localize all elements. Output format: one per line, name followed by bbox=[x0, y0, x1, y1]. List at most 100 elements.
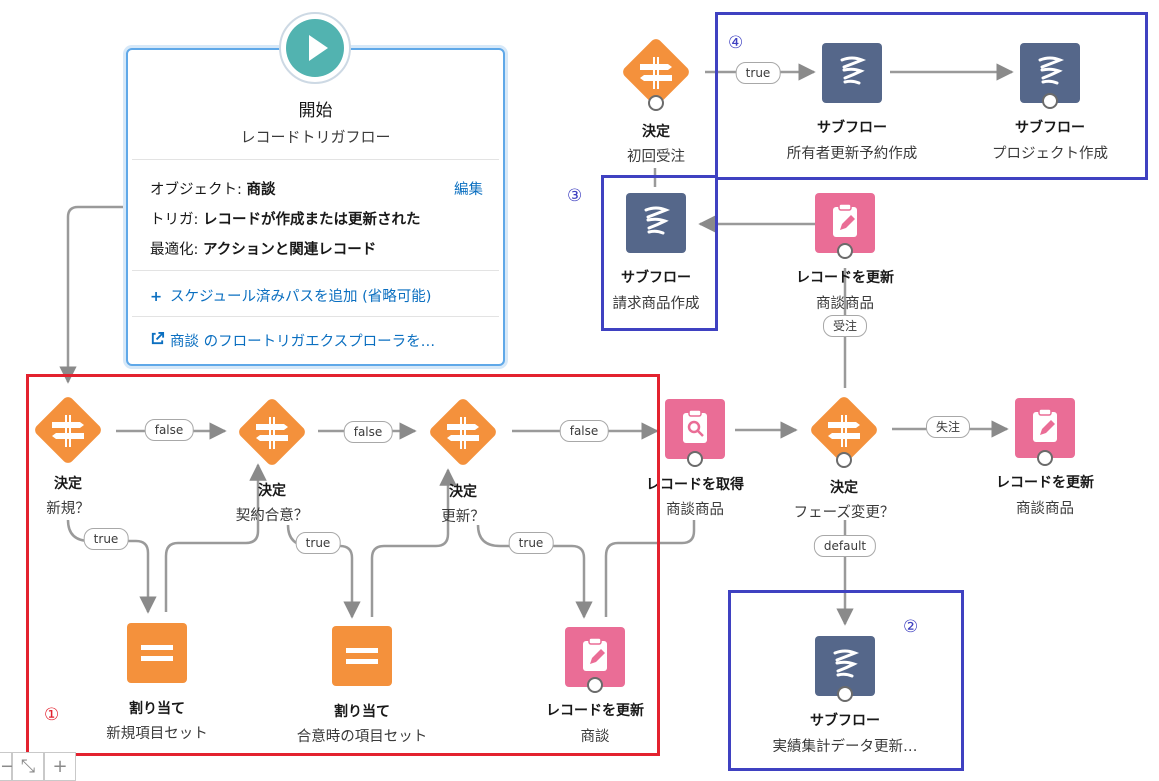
assign-new-label: 新規項目セット bbox=[106, 726, 208, 742]
start-title: 開始 bbox=[298, 101, 333, 121]
zoom-in-button[interactable]: + bbox=[44, 752, 76, 781]
add-scheduled-path-link[interactable]: +スケジュール済みパスを追加 (省略可能) bbox=[150, 289, 432, 305]
zoom-controls: − ⤡ + bbox=[0, 752, 76, 781]
connector-port[interactable] bbox=[1042, 93, 1058, 109]
clipboard-search-icon bbox=[665, 399, 725, 459]
connector-label-false[interactable]: false bbox=[343, 421, 393, 443]
zoom-out-button[interactable]: − bbox=[0, 752, 15, 781]
play-icon bbox=[286, 19, 344, 77]
update-records-won[interactable] bbox=[815, 193, 875, 259]
subflow-project-type: サブフロー bbox=[1015, 120, 1085, 136]
update-records-opportunity[interactable] bbox=[565, 627, 625, 693]
decision-new-type: 決定 bbox=[54, 476, 82, 492]
subflow-billing-type: サブフロー bbox=[621, 270, 691, 286]
assignment-agree-fields[interactable] bbox=[332, 626, 392, 686]
assign-agree-label: 合意時の項目セット bbox=[296, 729, 428, 745]
decision-first-label: 初回受注 bbox=[627, 149, 685, 165]
connector-port[interactable] bbox=[836, 452, 852, 468]
connector-port[interactable] bbox=[837, 243, 853, 259]
start-node[interactable] bbox=[279, 12, 351, 84]
update-won-type: レコードを更新 bbox=[796, 270, 894, 286]
plus-icon: + bbox=[150, 289, 163, 305]
annotation-1: ① bbox=[44, 705, 60, 725]
decision-agree-label: 契約合意？ bbox=[235, 508, 309, 524]
assignment-new-fields[interactable] bbox=[127, 623, 187, 683]
connector-port[interactable] bbox=[648, 95, 664, 111]
connector-label-true[interactable]: true bbox=[735, 62, 781, 84]
decision-update-type: 決定 bbox=[449, 484, 477, 500]
start-element[interactable]: 開始 レコードトリガフロー オブジェクト: 商談 編集 トリガ: レコードが作成… bbox=[126, 48, 505, 366]
subflow-billing-label: 請求商品作成 bbox=[612, 296, 700, 312]
update-lost-label: 商談商品 bbox=[1016, 501, 1074, 517]
connector-port[interactable] bbox=[837, 686, 853, 702]
signpost-icon bbox=[239, 399, 305, 465]
equals-icon bbox=[332, 626, 392, 686]
divider bbox=[132, 316, 499, 317]
update-opp-type: レコードを更新 bbox=[546, 703, 644, 719]
equals-icon bbox=[127, 623, 187, 683]
highlight-box-2 bbox=[728, 590, 964, 771]
connector-label-lost[interactable]: 失注 bbox=[925, 416, 971, 438]
assign-new-type: 割り当て bbox=[129, 701, 185, 717]
subflow-billing-products[interactable] bbox=[626, 193, 686, 253]
signpost-icon bbox=[811, 397, 877, 463]
signpost-icon bbox=[35, 397, 101, 463]
subflow-actual-label: 実績集計データ更新… bbox=[772, 739, 918, 755]
clipboard-pencil-icon bbox=[1015, 398, 1075, 458]
get-records-type: レコードを取得 bbox=[646, 477, 744, 493]
decision-new[interactable] bbox=[28, 390, 108, 470]
get-records-opportunity-product[interactable] bbox=[665, 399, 725, 467]
subflow-project-label: プロジェクト作成 bbox=[992, 146, 1108, 162]
subflow-owner-label: 所有者更新予約作成 bbox=[786, 146, 918, 162]
edit-link[interactable]: 編集 bbox=[454, 182, 483, 198]
connector-label-false[interactable]: false bbox=[559, 420, 609, 442]
highlight-box-4 bbox=[715, 12, 1148, 180]
update-lost-type: レコードを更新 bbox=[996, 475, 1094, 491]
connector-label-won[interactable]: 受注 bbox=[822, 315, 868, 337]
signpost-icon bbox=[623, 39, 689, 105]
update-won-label: 商談商品 bbox=[816, 296, 874, 312]
decision-phase-change[interactable] bbox=[804, 390, 884, 470]
connector-label-false[interactable]: false bbox=[144, 419, 194, 441]
annotation-2: ② bbox=[903, 617, 919, 637]
decision-agree[interactable] bbox=[232, 392, 312, 472]
update-records-lost[interactable] bbox=[1015, 398, 1075, 466]
trigger-property: トリガ: レコードが作成または更新された bbox=[150, 212, 421, 228]
connector-label-true[interactable]: true bbox=[295, 532, 341, 554]
start-subtitle: レコードトリガフロー bbox=[240, 128, 391, 146]
subflow-actual-type: サブフロー bbox=[810, 713, 880, 729]
subflow-wave-icon bbox=[822, 43, 882, 103]
get-records-label: 商談商品 bbox=[666, 502, 724, 518]
trigger-explorer-link[interactable]: 商談 のフロートリガエクスプローラを… bbox=[150, 330, 435, 351]
annotation-4: ④ bbox=[728, 33, 744, 53]
fit-view-button[interactable]: ⤡ bbox=[12, 752, 44, 781]
decision-new-label: 新規？ bbox=[46, 501, 90, 517]
subflow-owner-update[interactable] bbox=[822, 43, 882, 103]
subflow-actual-aggregate[interactable] bbox=[815, 636, 875, 702]
divider bbox=[132, 159, 499, 160]
decision-update[interactable] bbox=[423, 392, 503, 472]
decision-first-order[interactable] bbox=[616, 32, 696, 112]
connector-port[interactable] bbox=[587, 677, 603, 693]
divider bbox=[132, 270, 499, 271]
decision-first-type: 決定 bbox=[642, 124, 670, 140]
connector-port[interactable] bbox=[687, 451, 703, 467]
decision-update-label: 更新？ bbox=[441, 509, 485, 525]
connector-port[interactable] bbox=[1037, 450, 1053, 466]
object-property: オブジェクト: 商談 bbox=[150, 182, 276, 198]
signpost-icon bbox=[430, 399, 496, 465]
subflow-wave-icon bbox=[626, 193, 686, 253]
connector-label-true[interactable]: true bbox=[83, 528, 129, 550]
highlight-box-3 bbox=[601, 175, 718, 331]
external-link-icon bbox=[150, 331, 170, 350]
annotation-3: ③ bbox=[567, 186, 583, 206]
decision-phase-label: フェーズ変更？ bbox=[793, 505, 895, 521]
subflow-owner-type: サブフロー bbox=[817, 120, 887, 136]
assign-agree-type: 割り当て bbox=[334, 704, 390, 720]
connector-label-true[interactable]: true bbox=[508, 532, 554, 554]
connector-label-default[interactable]: default bbox=[813, 535, 877, 557]
highlight-box-1 bbox=[26, 374, 660, 756]
subflow-project-create[interactable] bbox=[1020, 43, 1080, 109]
decision-phase-type: 決定 bbox=[830, 480, 858, 496]
decision-agree-type: 決定 bbox=[258, 483, 286, 499]
